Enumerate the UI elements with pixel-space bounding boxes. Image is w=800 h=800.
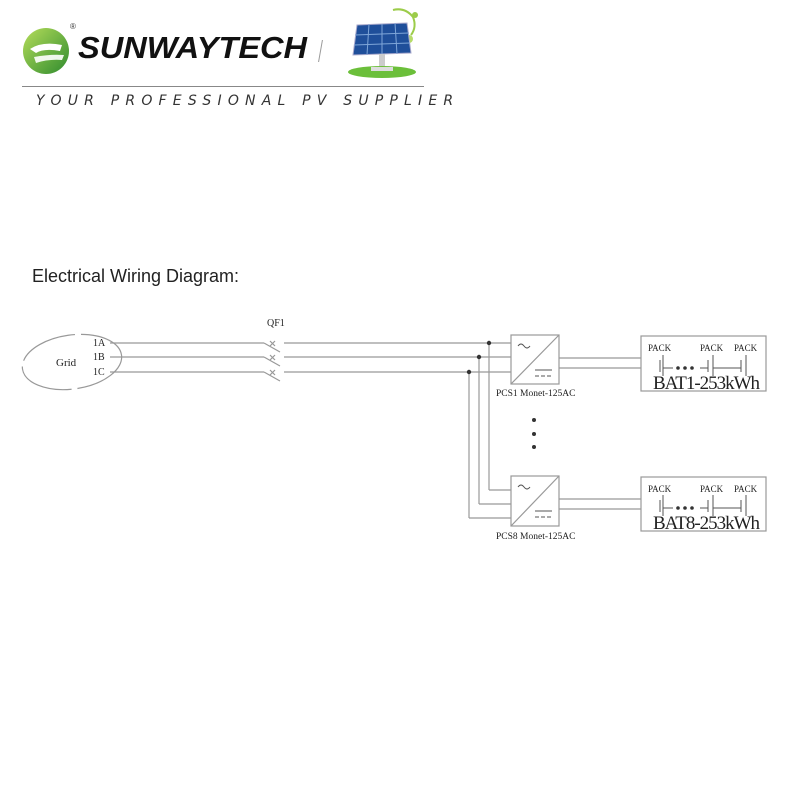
pack-label: PACK [734, 343, 758, 353]
pcs1-box [510, 334, 560, 385]
bat1-label: BAT1-253kWh [653, 373, 761, 394]
pcs1-label: PCS1 Monet-125AC [496, 389, 575, 399]
phase-1c-label: 1C [93, 367, 105, 378]
pcs8-label: PCS8 Monet-125AC [496, 532, 575, 542]
bat8-label: BAT8-253kWh [653, 513, 761, 534]
pack-label: PACK [700, 484, 724, 494]
pack-label: PACK [700, 343, 724, 353]
pack-label: PACK [648, 484, 672, 494]
grid-ellipse [21, 333, 123, 391]
grid-label: Grid [56, 357, 77, 369]
logo-separator [318, 40, 323, 62]
wiring-diagram: Grid 1A 1B 1C QF1 PCS1 Monet-125AC PCS8 … [21, 318, 767, 542]
pack-label: PACK [734, 484, 758, 494]
breaker-label: QF1 [267, 318, 285, 329]
bat8-box [640, 476, 767, 532]
header-divider [22, 86, 424, 87]
section-title: Electrical Wiring Diagram: [32, 266, 240, 286]
solar-panel-icon [348, 8, 418, 78]
phase-1b-label: 1B [93, 352, 105, 363]
brand-name: SUNWAYTECH [78, 30, 308, 65]
registered-mark: ® [70, 22, 76, 31]
bat1-box [640, 335, 767, 392]
sunwaytech-logo-icon [23, 28, 69, 74]
phase-1a-label: 1A [93, 338, 106, 349]
pack-label: PACK [648, 343, 672, 353]
pcs8-box [510, 475, 560, 527]
slogan: YOUR PROFESSIONAL PV SUPPLIER [36, 93, 460, 109]
